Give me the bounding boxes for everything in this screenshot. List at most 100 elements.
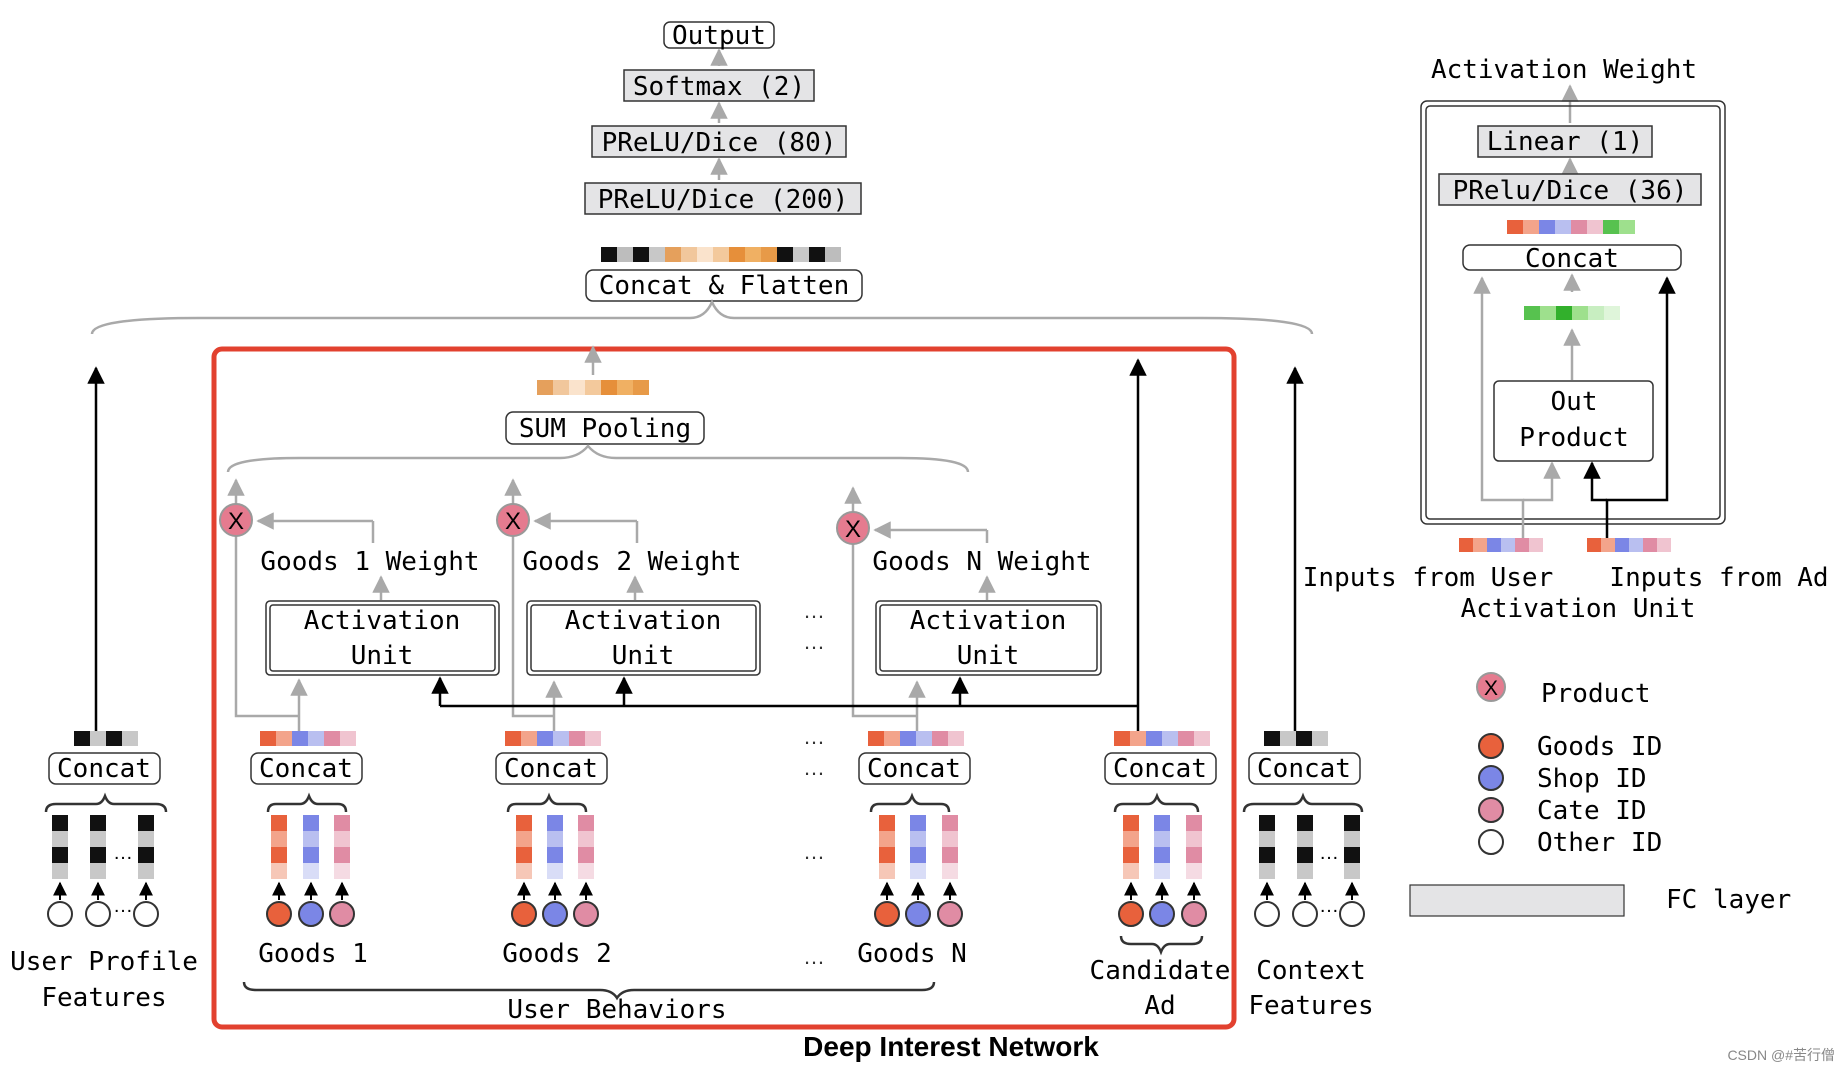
feature-id-node	[1292, 901, 1318, 927]
fc-80-label: PReLU/Dice (80)	[602, 128, 837, 158]
embedding-cell	[303, 847, 319, 863]
svg-text:…: …	[803, 629, 825, 654]
svg-text:X: X	[1484, 677, 1498, 700]
svg-text:Concat: Concat	[1525, 244, 1619, 274]
activation-weight-title: Activation Weight	[1431, 55, 1697, 85]
embedding-cell	[1123, 847, 1139, 863]
embedding-cell	[1123, 815, 1139, 831]
svg-text:Concat: Concat	[867, 754, 961, 784]
embedding-cell	[138, 815, 154, 831]
concat-box-candidate	[1104, 752, 1217, 785]
top-brace	[90, 298, 1314, 335]
out-product-box	[1493, 380, 1654, 462]
embedding-cell	[516, 815, 532, 831]
svg-text:Out: Out	[1551, 387, 1598, 417]
embedding-cell	[942, 863, 958, 879]
embedding-cell	[52, 815, 68, 831]
embedding-cell	[1186, 831, 1202, 847]
product-node-2	[496, 503, 530, 537]
diagram-title: Deep Interest Network	[803, 1031, 1099, 1062]
embedding-cell	[879, 831, 895, 847]
embedding-cell	[879, 815, 895, 831]
embedding-cell	[90, 847, 106, 863]
goods-2-label: Goods 2	[502, 939, 612, 969]
embedding-cell	[334, 815, 350, 831]
candidate-ad-label-2: Ad	[1144, 991, 1175, 1021]
embedding-cell	[303, 815, 319, 831]
embedding-cell	[1154, 815, 1170, 831]
product-node-n	[836, 511, 870, 545]
feature-id-node	[266, 901, 292, 927]
svg-text:…: …	[803, 755, 825, 780]
goods-2-weight-label: Goods 2 Weight	[522, 547, 741, 577]
embedding-cell	[52, 863, 68, 879]
output-tower: Output Softmax (2) PReLU/Dice (80) PReLU…	[90, 21, 1314, 335]
svg-text:…: …	[803, 944, 825, 969]
embedding-cell	[271, 815, 287, 831]
embedding-cell	[1297, 847, 1313, 863]
embedding-cell	[1297, 863, 1313, 879]
embedding-cell	[578, 815, 594, 831]
candidate-ad-paths	[431, 358, 1147, 731]
embedding-cell	[1344, 863, 1360, 879]
embedding-cell	[942, 831, 958, 847]
embedding-cell	[1344, 831, 1360, 847]
output-box	[663, 21, 775, 49]
feature-id-node	[1339, 901, 1365, 927]
feature-id-node	[1118, 901, 1144, 927]
panel-product-embedding	[1524, 306, 1620, 320]
sum-pooling-brace	[226, 444, 970, 473]
embedding-cell	[303, 831, 319, 847]
context-label-2: Features	[1248, 991, 1373, 1021]
ellipsis-text: …	[113, 895, 133, 917]
activation-unit-2: Activation Unit	[526, 600, 761, 676]
svg-text:…: …	[803, 598, 825, 623]
ellipsis-text: …	[1319, 895, 1339, 917]
watermark: CSDN @#苦行僧	[1727, 1047, 1835, 1063]
svg-text:Unit: Unit	[351, 641, 414, 671]
concat-box-context	[1248, 752, 1361, 785]
embedding-cell	[910, 863, 926, 879]
sum-pooling-label: SUM Pooling	[519, 414, 691, 444]
panel-user-input-embedding	[1459, 538, 1543, 552]
ellipsis-text: …	[113, 842, 133, 864]
embedding-cell	[578, 847, 594, 863]
fc-200-layer	[584, 182, 862, 215]
goods-n-weight-label: Goods N Weight	[872, 547, 1091, 577]
embedding-cell	[910, 847, 926, 863]
product-node-1	[219, 503, 253, 537]
embedding-cell	[1297, 815, 1313, 831]
concat-box-goods-n	[858, 752, 971, 785]
goods-n-label: Goods N	[857, 939, 967, 969]
embedding-cell	[578, 831, 594, 847]
embedding-cell	[1186, 863, 1202, 879]
user-profile-label-1: User Profile	[10, 947, 198, 977]
output-label: Output	[672, 21, 766, 51]
feature-id-node	[85, 901, 111, 927]
embedding-cell	[1186, 815, 1202, 831]
embedding-cell	[1154, 831, 1170, 847]
din-highlight-border	[211, 346, 1237, 1030]
feature-nodes: … … … …	[47, 842, 1365, 927]
embedding-cell	[334, 831, 350, 847]
concat-box-user-profile	[48, 752, 161, 785]
concat-embeddings	[260, 731, 1210, 746]
embedding-cell	[547, 815, 563, 831]
embedding-cell	[879, 863, 895, 879]
legend-id-label: Shop ID	[1537, 764, 1647, 794]
embedding-cell	[138, 831, 154, 847]
embedding-cell	[1186, 847, 1202, 863]
embedding-cell	[52, 847, 68, 863]
legend-id-swatch	[1478, 829, 1504, 855]
embedding-cell	[138, 847, 154, 863]
legend-fc-layer-label: FC layer	[1666, 885, 1791, 915]
embedding-cell	[547, 863, 563, 879]
ellipsis-text: …	[1319, 842, 1339, 864]
activation-unit-n: Activation Unit	[875, 600, 1102, 676]
legend-id-label: Other ID	[1537, 828, 1662, 858]
candidate-brace	[1119, 935, 1204, 956]
inputs-from-user-label: Inputs from User	[1303, 563, 1553, 593]
softmax-label: Softmax (2)	[633, 72, 805, 102]
softmax-layer	[623, 69, 815, 102]
